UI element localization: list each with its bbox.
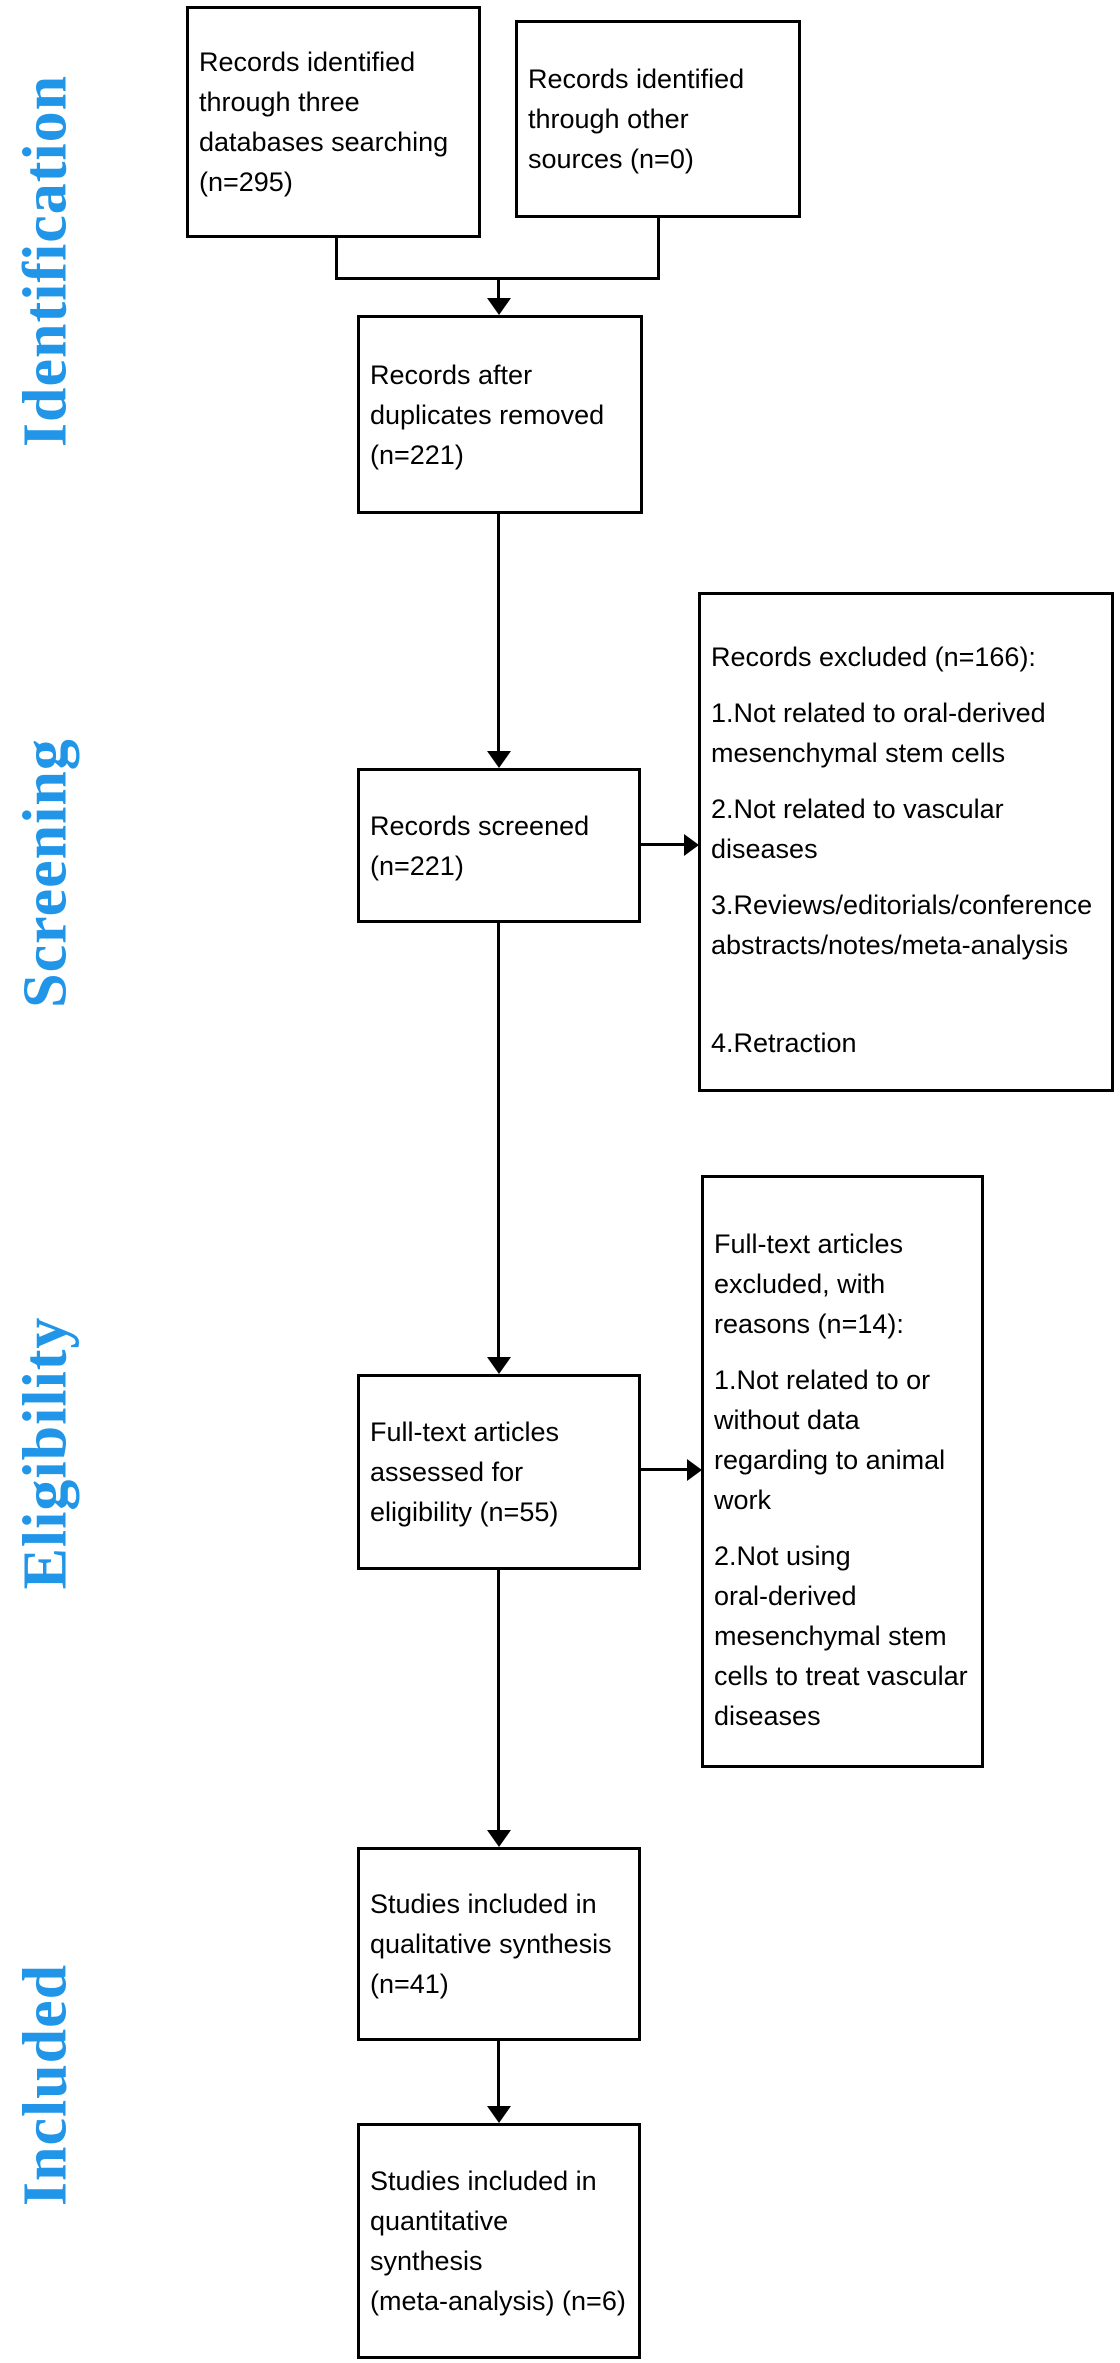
excluded-reason-line: mesenchymal stem bbox=[714, 1620, 947, 1651]
box-text-line: eligibility (n=55) bbox=[370, 1497, 559, 1527]
excluded-reason-line: diseases bbox=[711, 834, 818, 864]
box-text-line: Records screened bbox=[370, 810, 590, 841]
box-records-identified-databases: Records identified through three databas… bbox=[186, 6, 481, 238]
connector-down-line bbox=[497, 1569, 500, 1832]
arrowhead-right-icon bbox=[684, 834, 699, 856]
excluded-reason-line: 4.Retraction bbox=[711, 1028, 857, 1058]
box-records-excluded: Records excluded (n=166): 1.Not related … bbox=[698, 592, 1114, 1092]
box-text-line: Studies included in bbox=[370, 2166, 597, 2196]
box-qualitative-synthesis: Studies included in qualitative synthesi… bbox=[357, 1847, 641, 2041]
box-text-line: databases searching bbox=[199, 127, 449, 157]
stage-label-identification: Identification bbox=[11, 74, 80, 448]
box-fulltext-excluded: Full-text articles excluded, with reason… bbox=[701, 1175, 984, 1768]
box-text-line: (n=221) bbox=[370, 439, 464, 470]
connector-right-line bbox=[641, 843, 685, 846]
box-text-line: Records identified bbox=[528, 64, 745, 94]
excluded-reason-line: oral-derived bbox=[714, 1580, 857, 1611]
arrowhead-right-icon bbox=[687, 1459, 702, 1481]
box-quantitative-synthesis: Studies included in quantitative synthes… bbox=[357, 2123, 641, 2359]
excluded-reason-line: cells to treat vascular bbox=[714, 1660, 968, 1691]
excluded-reason-line: abstracts/notes/meta-analysis bbox=[711, 930, 1069, 960]
box-text-line: Records identified bbox=[199, 47, 416, 77]
box-records-identified-other-sources: Records identified through other sources… bbox=[515, 20, 801, 218]
excluded-title-line: reasons (n=14): bbox=[714, 1308, 904, 1339]
box-text-line: qualitative synthesis bbox=[370, 1929, 612, 1959]
arrowhead-down-icon bbox=[487, 1830, 511, 1847]
excluded-title-line: excluded, with bbox=[714, 1268, 886, 1299]
stage-label-screening: Screening bbox=[11, 738, 80, 1008]
excluded-reason-line: diseases bbox=[714, 1700, 821, 1731]
connector-down-line bbox=[497, 2040, 500, 2108]
connector-right-line bbox=[641, 1468, 688, 1471]
connector-right-vertical bbox=[657, 217, 660, 280]
connector-down-line bbox=[497, 922, 500, 1359]
excluded-reason-line: 1.Not related to oral-derived bbox=[711, 698, 1046, 728]
excluded-reason-line: work bbox=[714, 1484, 772, 1515]
stage-label-eligibility: Eligibility bbox=[11, 1316, 80, 1590]
excluded-reason-line: without data bbox=[714, 1404, 860, 1435]
arrowhead-down-icon bbox=[487, 751, 511, 768]
box-text-line: assessed for bbox=[370, 1457, 524, 1487]
excluded-reason-line: 2.Not related to vascular bbox=[711, 794, 1004, 824]
box-text-line: Records after bbox=[370, 359, 533, 390]
excluded-title: Records excluded (n=166): bbox=[711, 642, 1036, 672]
box-text-line: through other bbox=[528, 104, 689, 134]
stage-label-included: Included bbox=[11, 1963, 80, 2207]
box-text-line: quantitative bbox=[370, 2206, 509, 2236]
box-text-line: (n=295) bbox=[199, 167, 293, 197]
box-records-after-duplicates: Records after duplicates removed (n=221) bbox=[357, 315, 643, 514]
box-text-line: sources (n=0) bbox=[528, 144, 694, 174]
connector-left-vertical bbox=[335, 237, 338, 280]
box-text-line: Studies included in bbox=[370, 1889, 597, 1919]
excluded-reason-line: 1.Not related to or bbox=[714, 1364, 931, 1395]
box-text-line: (n=41) bbox=[370, 1969, 449, 1999]
excluded-reason-line: mesenchymal stem cells bbox=[711, 738, 1006, 768]
arrowhead-down-icon bbox=[487, 2106, 511, 2123]
connector-merge-down-line bbox=[497, 277, 500, 301]
connector-down-line bbox=[497, 513, 500, 753]
excluded-reason-line: 2.Not using bbox=[714, 1540, 851, 1571]
arrowhead-down-icon bbox=[487, 1357, 511, 1374]
box-text-line: synthesis bbox=[370, 2246, 483, 2276]
box-text-line: (meta-analysis) (n=6) bbox=[370, 2286, 626, 2316]
box-records-screened: Records screened (n=221) bbox=[357, 768, 641, 923]
excluded-title-line: Full-text articles bbox=[714, 1228, 904, 1259]
box-text-line: duplicates removed bbox=[370, 399, 605, 430]
excluded-reason-line: 3.Reviews/editorials/conference bbox=[711, 890, 1093, 920]
arrowhead-down-icon bbox=[487, 298, 511, 315]
excluded-reason-line: regarding to animal bbox=[714, 1444, 946, 1475]
box-text-line: through three bbox=[199, 87, 360, 117]
box-text-line: (n=221) bbox=[370, 850, 464, 881]
box-text-line: Full-text articles bbox=[370, 1417, 560, 1447]
box-fulltext-assessed: Full-text articles assessed for eligibil… bbox=[357, 1374, 641, 1570]
